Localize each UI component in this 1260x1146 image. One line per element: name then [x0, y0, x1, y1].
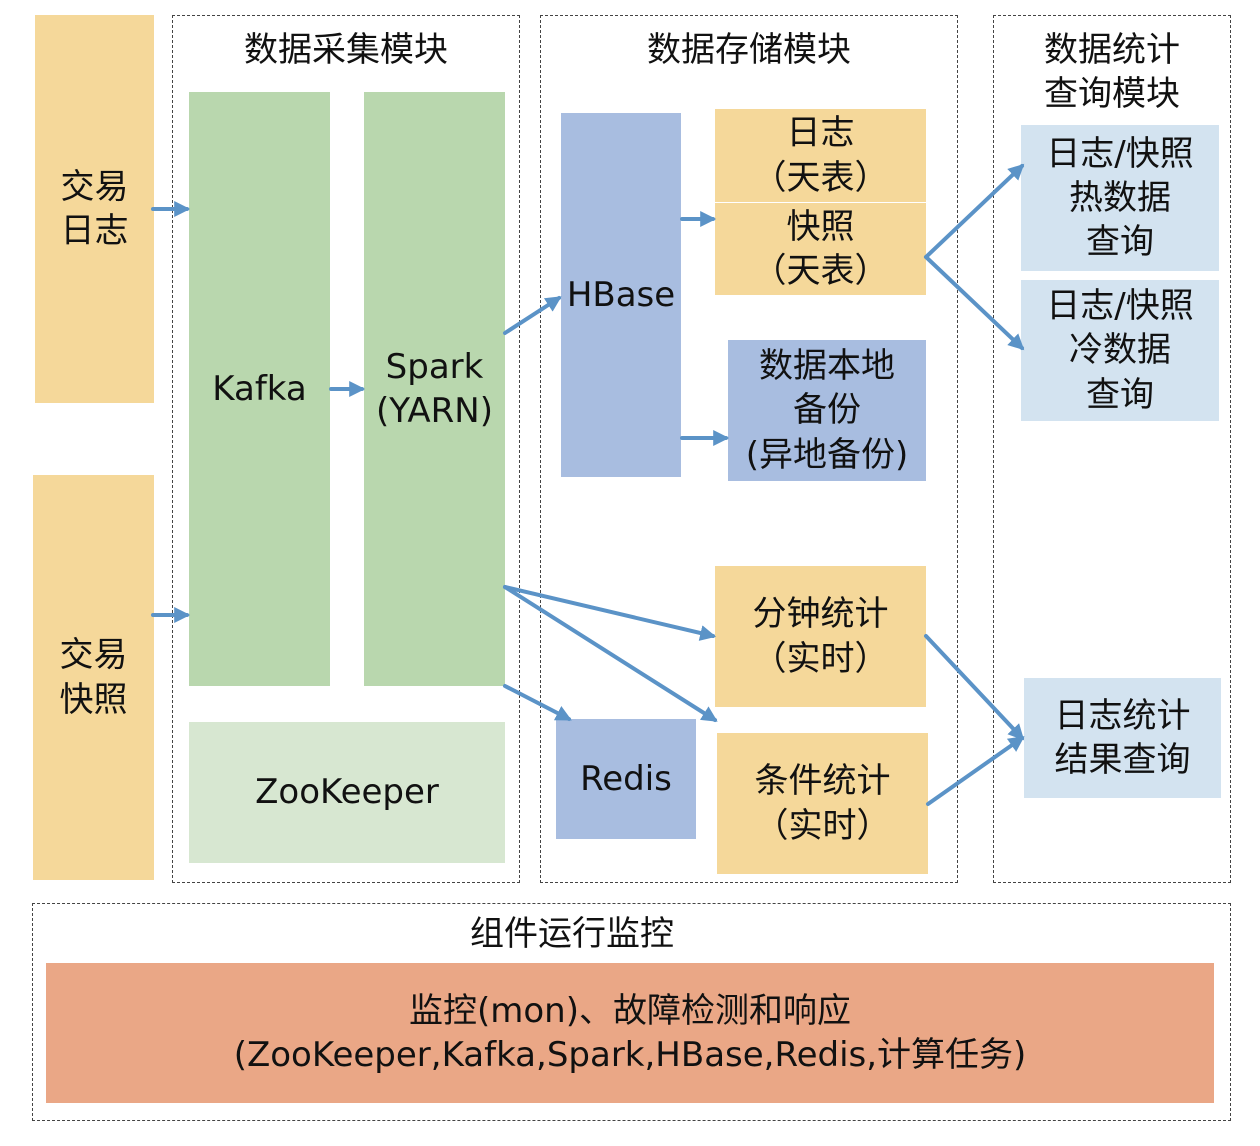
spark-box: Spark (YARN) [364, 92, 505, 686]
collection-module [172, 15, 520, 883]
stats-result-query-box[interactable]: 日志统计 结果查询 [1024, 678, 1221, 798]
monitoring-title: 组件运行监控 [470, 914, 674, 954]
query-module-title: 数据统计 查询模块 [1044, 30, 1180, 115]
local-backup-box: 数据本地 备份 (异地备份) [728, 340, 926, 481]
storage-module-title: 数据存储模块 [647, 30, 851, 70]
log-day-table-box: 日志 （天表） [715, 109, 926, 202]
source-trade-snapshot: 交易 快照 [33, 475, 154, 880]
monitoring-content-box: 监控(mon)、故障检测和响应 (ZooKeeper,Kafka,Spark,H… [46, 963, 1214, 1103]
kafka-box: Kafka [189, 92, 330, 686]
collection-module-title: 数据采集模块 [244, 30, 448, 70]
cold-data-query-box[interactable]: 日志/快照 冷数据 查询 [1021, 280, 1219, 421]
hot-data-query-box[interactable]: 日志/快照 热数据 查询 [1021, 125, 1219, 271]
source-trade-log: 交易 日志 [35, 15, 154, 403]
hbase-box: HBase [561, 113, 681, 477]
redis-box: Redis [556, 719, 696, 839]
query-module [993, 15, 1231, 883]
monitoring-module [32, 903, 1231, 1121]
zookeeper-box: ZooKeeper [189, 722, 505, 863]
storage-module [540, 15, 958, 883]
snapshot-day-table-box: 快照 （天表） [715, 203, 926, 295]
minute-stats-box: 分钟统计 （实时） [715, 566, 926, 707]
condition-stats-box: 条件统计 （实时） [717, 733, 928, 874]
